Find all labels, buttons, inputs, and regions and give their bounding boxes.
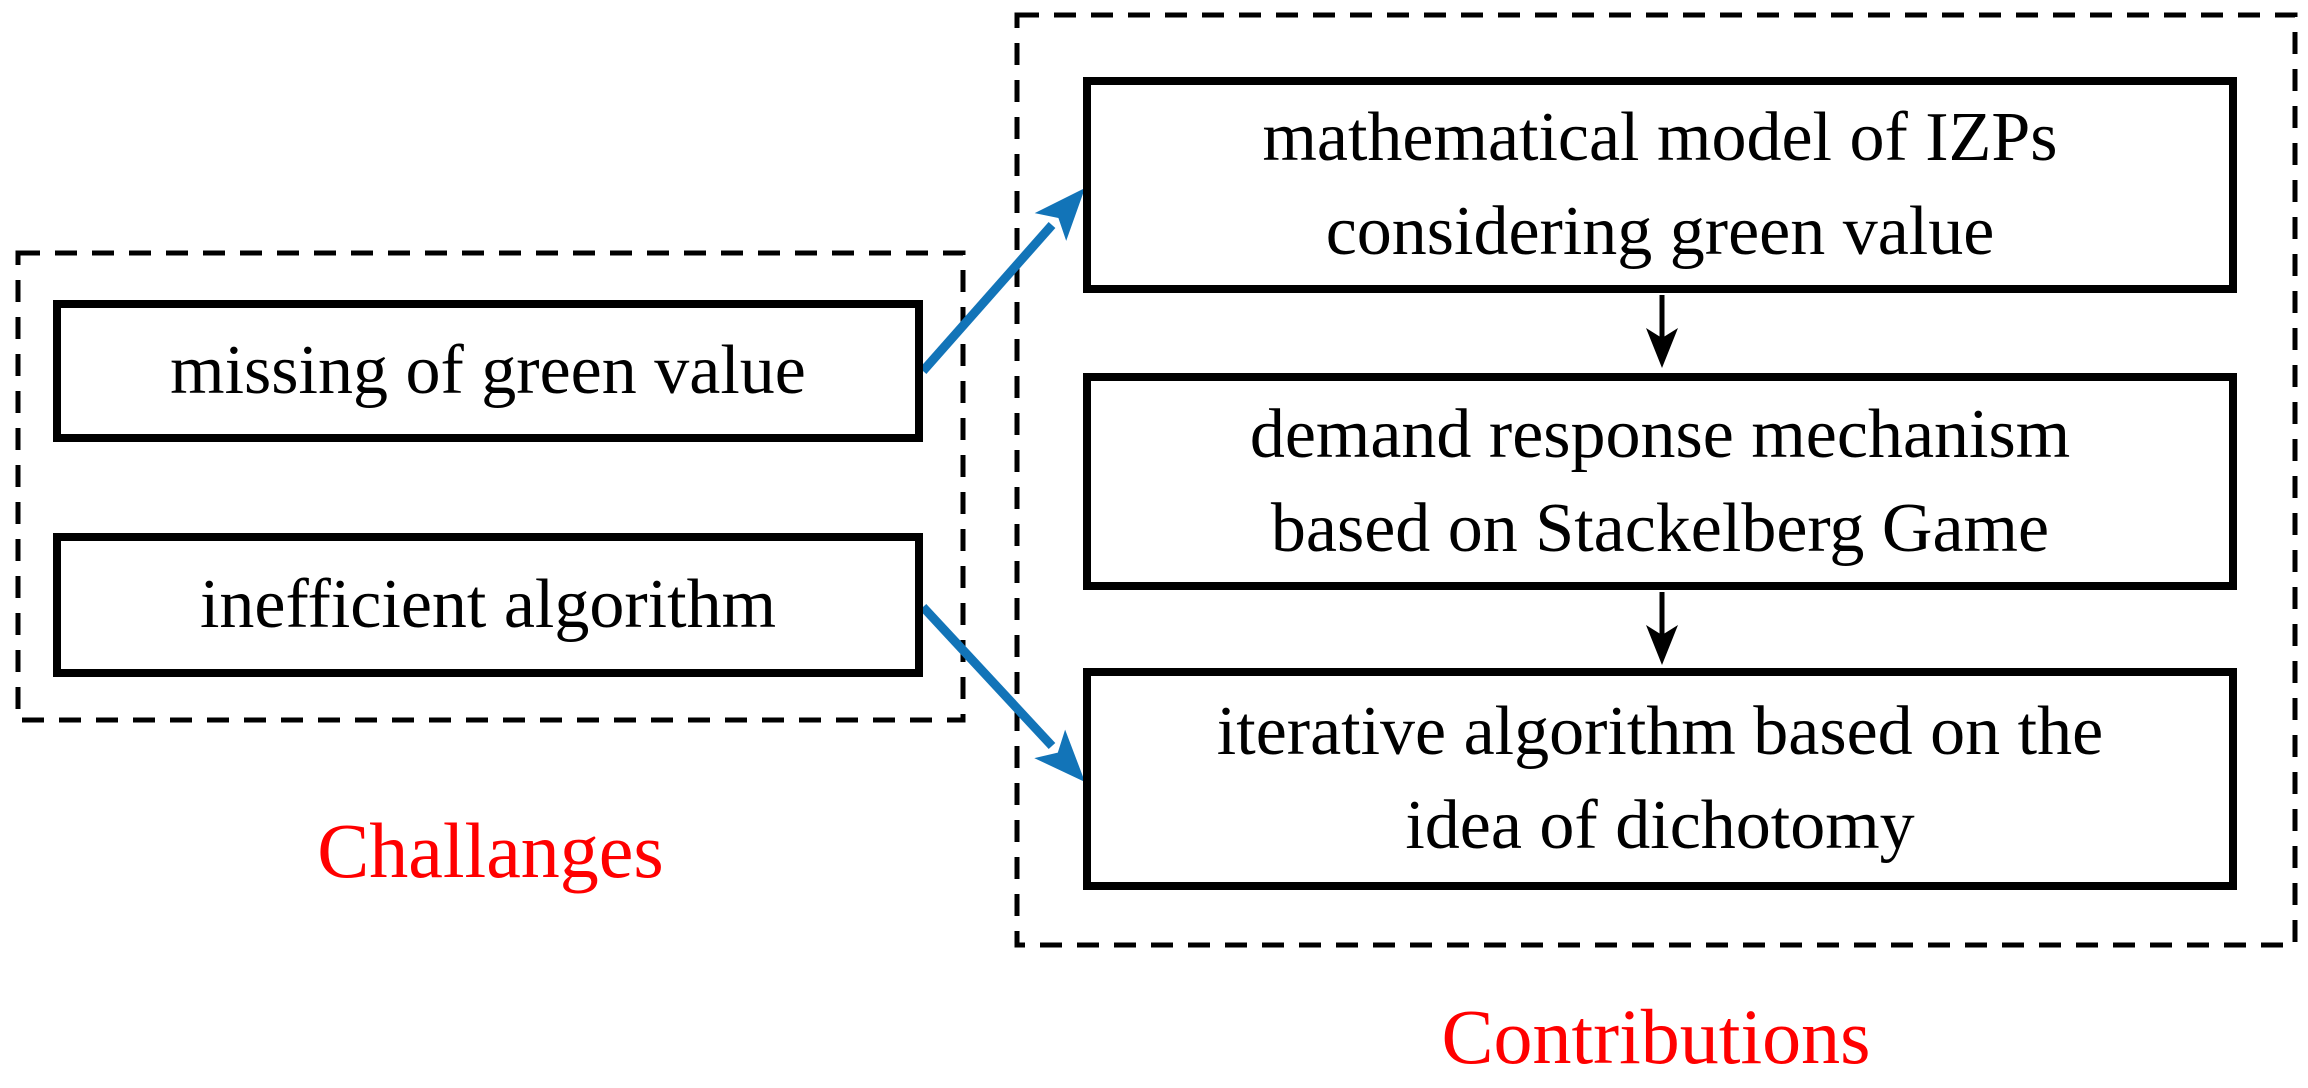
blue-arrow-missing-to-model — [919, 188, 1085, 374]
challenges-label: Challanges — [317, 807, 664, 894]
contribution-box-demand-response-line1: demand response mechanism — [1249, 395, 2071, 473]
contribution-box-iterative-algorithm-line1: iterative algorithm based on the — [1216, 693, 2104, 770]
black-arrow-model-to-demand — [1646, 295, 1678, 368]
black-arrow-demand-to-iterative — [1646, 592, 1678, 665]
contributions-group-outline — [1014, 12, 2298, 948]
blue-arrow-inefficient-to-iterative — [919, 603, 1085, 782]
contribution-box-demand-response-line2: based on Stackelberg Game — [1270, 489, 2050, 567]
challenge-box-inefficient-algorithm: inefficient algorithm — [53, 533, 923, 677]
contribution-box-mathematical-model-line1: mathematical model of IZPs — [1262, 99, 2058, 176]
contribution-box-iterative-algorithm-line2: idea of dichotomy — [1405, 787, 1915, 864]
contribution-box-demand-response: demand response mechanism based on Stack… — [1083, 373, 2237, 590]
contribution-box-iterative-algorithm: iterative algorithm based on the idea of… — [1083, 668, 2237, 890]
contributions-label: Contributions — [1441, 993, 1871, 1080]
challenge-box-missing-green-value: missing of green value — [53, 300, 923, 442]
challenges-group-outline — [15, 250, 966, 723]
contribution-box-mathematical-model-line2: considering green value — [1325, 193, 1995, 270]
challenge-box-inefficient-algorithm-text: inefficient algorithm — [199, 566, 777, 643]
contribution-box-mathematical-model: mathematical model of IZPs considering g… — [1083, 77, 2237, 293]
challenge-box-missing-green-value-text: missing of green value — [170, 332, 806, 409]
